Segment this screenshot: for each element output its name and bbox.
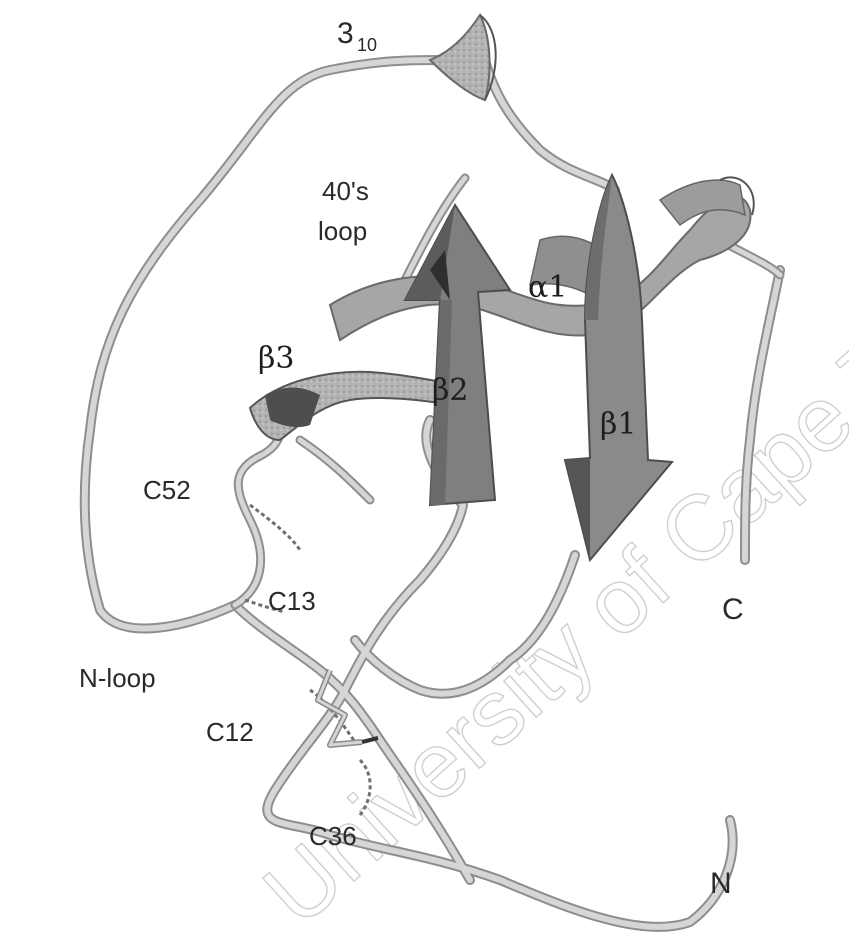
label-c52: C52: [143, 475, 191, 505]
alpha1-helix-ribbon: [330, 177, 754, 340]
label-helix-310-subscript: 10: [357, 35, 377, 55]
label-n-loop: N-loop: [79, 663, 156, 693]
label-n-terminus: N: [710, 867, 732, 900]
label-helix-310: 3: [337, 17, 354, 50]
label-c12: C12: [206, 717, 254, 747]
label-c36: C36: [309, 821, 357, 851]
label-beta3: β3: [258, 341, 294, 376]
helix-310-ribbon: [430, 15, 496, 100]
label-40s-loop-line1: 40's: [322, 176, 369, 206]
label-40s-loop-line2: loop: [318, 216, 367, 246]
label-beta2: β2: [432, 373, 468, 408]
label-c-terminus: C: [722, 593, 744, 626]
label-beta1: β1: [600, 407, 636, 442]
label-alpha1: α1: [528, 270, 567, 305]
label-c13: C13: [268, 586, 316, 616]
